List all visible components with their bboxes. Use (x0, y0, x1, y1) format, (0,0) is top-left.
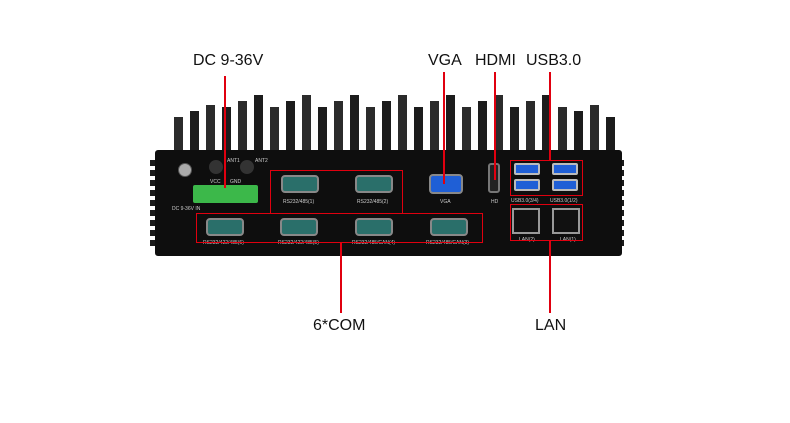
com-highlight-top (270, 170, 403, 214)
com-highlight-bottom (196, 213, 483, 243)
com1-port[interactable] (281, 175, 319, 193)
vcc-label: VCC (210, 179, 221, 185)
heatsink-fin (510, 107, 519, 155)
com5-port[interactable] (280, 218, 318, 236)
heatsink-fin (446, 95, 455, 155)
com6-label: RS232/422/485(6) (203, 240, 244, 246)
gnd-label: GND (230, 179, 242, 185)
heatsink-fin (222, 107, 231, 155)
heatsink-fin (174, 117, 183, 155)
hdmi-callout-line (494, 72, 496, 180)
heatsink-fin (526, 101, 535, 155)
heatsink-fin (558, 107, 567, 155)
vga-callout-label: VGA (428, 52, 462, 69)
com4-port[interactable] (355, 218, 393, 236)
hd-label: HD (491, 199, 499, 205)
usb-port-4[interactable] (514, 179, 540, 191)
heatsink-fin (478, 101, 487, 155)
heatsink-fin (542, 95, 551, 155)
com4-label: RS232/485/CAN(4) (352, 240, 396, 246)
chassis-rear-panel (155, 150, 622, 256)
lan2-port[interactable] (512, 208, 540, 234)
lan1-port[interactable] (552, 208, 580, 234)
com3-label: RS232/485/CAN(3) (426, 240, 470, 246)
ant1-label: ANT1 (227, 158, 240, 164)
heatsink-fin (462, 107, 471, 155)
heatsink-fin (494, 95, 503, 155)
dc-in-label: DC 9-36V IN (172, 206, 201, 212)
heatsink-fin (366, 107, 375, 155)
heatsink-fin (414, 107, 423, 155)
ground-screw (178, 163, 192, 177)
heatsink-fin (270, 107, 279, 155)
heatsink-fin (334, 101, 343, 155)
usb12-label: USB3.0(1/2) (550, 198, 578, 204)
usb-callout-label: USB3.0 (526, 52, 582, 69)
com3-port[interactable] (430, 218, 468, 236)
lan-callout-line (549, 241, 551, 313)
heatsink-fin (574, 111, 583, 155)
dc-terminal-block (193, 185, 258, 203)
heatsink-fin (350, 95, 359, 155)
heatsink-fin (398, 95, 407, 155)
heatsink-fin (286, 101, 295, 155)
heatsink-fin (206, 105, 215, 155)
antenna-2 (240, 160, 254, 174)
vga-port[interactable] (429, 174, 463, 194)
usb-port-1[interactable] (552, 163, 578, 175)
heatsink-fin (190, 111, 199, 155)
heatsink-fin (382, 101, 391, 155)
heatsink-fin (302, 95, 311, 155)
com1-label: RS232/485(1) (283, 199, 315, 205)
heatsink-fin (254, 95, 263, 155)
usb-highlight (510, 160, 583, 196)
usb-port-2[interactable] (552, 179, 578, 191)
dc-callout-label: DC 9-36V (193, 52, 264, 69)
hdmi-callout-label: HDMI (475, 52, 516, 69)
lan-highlight (510, 204, 583, 241)
antenna-1 (209, 160, 223, 174)
heatsink-fin (430, 101, 439, 155)
dc-callout-line (224, 76, 226, 188)
vga-port-label: VGA (440, 199, 451, 205)
usb34-label: USB3.0(3/4) (511, 198, 539, 204)
lan-callout-label: LAN (535, 317, 567, 334)
heatsink-fin (318, 107, 327, 155)
heatsink-fins (174, 95, 615, 155)
com6-port[interactable] (206, 218, 244, 236)
com2-label: RS232/485(2) (357, 199, 389, 205)
com2-port[interactable] (355, 175, 393, 193)
heatsink-fin (606, 117, 615, 155)
usb-callout-line (549, 72, 551, 160)
com-callout-label: 6*COM (313, 317, 366, 334)
usb-port-3[interactable] (514, 163, 540, 175)
ant2-label: ANT2 (255, 158, 268, 164)
heatsink-fin (590, 105, 599, 155)
vga-callout-line (443, 72, 445, 184)
com-callout-line (340, 243, 342, 313)
com5-label: RS232/422/485(5) (278, 240, 319, 246)
heatsink-fin (238, 101, 247, 155)
